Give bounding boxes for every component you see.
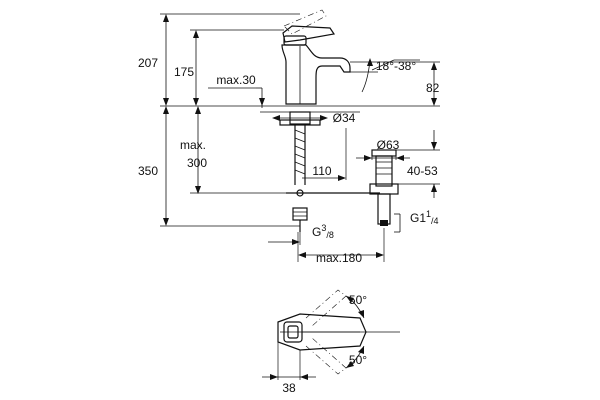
dim-175: 175	[174, 29, 284, 106]
g38-main: G	[312, 225, 321, 239]
waste-tail	[377, 193, 391, 225]
supply-connector	[292, 207, 308, 221]
g1-main: G1	[410, 211, 426, 225]
dim-spout-angle-label: 18°-38°	[376, 59, 416, 73]
g38-den: /8	[326, 230, 334, 240]
dim-d34-label: Ø34	[333, 111, 356, 125]
dim-g3-8: G3/8	[268, 223, 334, 245]
dim-82: 82	[350, 61, 440, 106]
dim-40-53: 40-53	[396, 130, 440, 198]
mounting-washer	[279, 119, 321, 126]
dim-110-label: 110	[312, 164, 331, 178]
dim-d63: Ø63	[356, 138, 410, 161]
dim-207: 207	[138, 13, 300, 106]
dim-g1-1-4-label: G11/4	[410, 209, 439, 226]
angle-up-label: 50°	[349, 293, 367, 307]
lever-up-position	[305, 289, 347, 327]
dim-max30: max.30	[208, 73, 265, 108]
dim-d63-label: Ø63	[377, 138, 400, 152]
dim-110: 110	[302, 128, 347, 181]
dim-max300: max. 300	[180, 106, 286, 194]
dim-max300-label-value: 300	[187, 156, 207, 170]
g1-num: 1	[426, 209, 431, 219]
faucet-side-view	[160, 9, 440, 232]
waste-assembly	[369, 149, 399, 226]
faucet-top-view	[277, 289, 400, 375]
supply-hose	[294, 125, 306, 185]
waste-outlet	[380, 220, 388, 226]
faucet-top-body	[277, 313, 367, 351]
dim-g1-1-4: G11/4	[394, 209, 439, 233]
dim-angle-up: 50°	[345, 293, 367, 319]
rod-pivot	[296, 189, 304, 197]
dim-38-label: 38	[282, 381, 296, 395]
dim-g3-8-label: G3/8	[312, 223, 334, 240]
dim-207-label: 207	[138, 56, 158, 70]
dim-max180: max.180	[297, 228, 385, 265]
dim-40-53-label: 40-53	[407, 164, 438, 178]
dim-max30-label: max.30	[216, 73, 256, 87]
dim-175-label: 175	[174, 65, 194, 79]
supply-connector-thread	[293, 211, 307, 217]
lever-alt-position	[283, 9, 327, 35]
waste-thread	[376, 161, 392, 175]
waste-body	[375, 155, 393, 187]
dim-350-label: 350	[138, 164, 158, 178]
hose-braid	[294, 129, 306, 175]
lever-down-position	[305, 337, 347, 375]
angle-down-label: 50°	[349, 353, 367, 367]
dim-350: 350	[138, 106, 300, 227]
dim-d34: Ø34	[272, 111, 356, 125]
dim-max300-label-top: max.	[180, 138, 206, 152]
dim-82-label: 82	[426, 81, 440, 95]
dim-38: 38	[262, 342, 316, 395]
g1-den: /4	[431, 216, 439, 226]
g38-num: 3	[321, 223, 326, 233]
dim-spout-angle: 18°-38°	[350, 58, 420, 93]
dim-max180-label: max.180	[316, 251, 362, 265]
dim-angle-down: 50°	[345, 345, 367, 369]
lever-handle	[282, 25, 336, 43]
faucet-body	[281, 44, 351, 105]
